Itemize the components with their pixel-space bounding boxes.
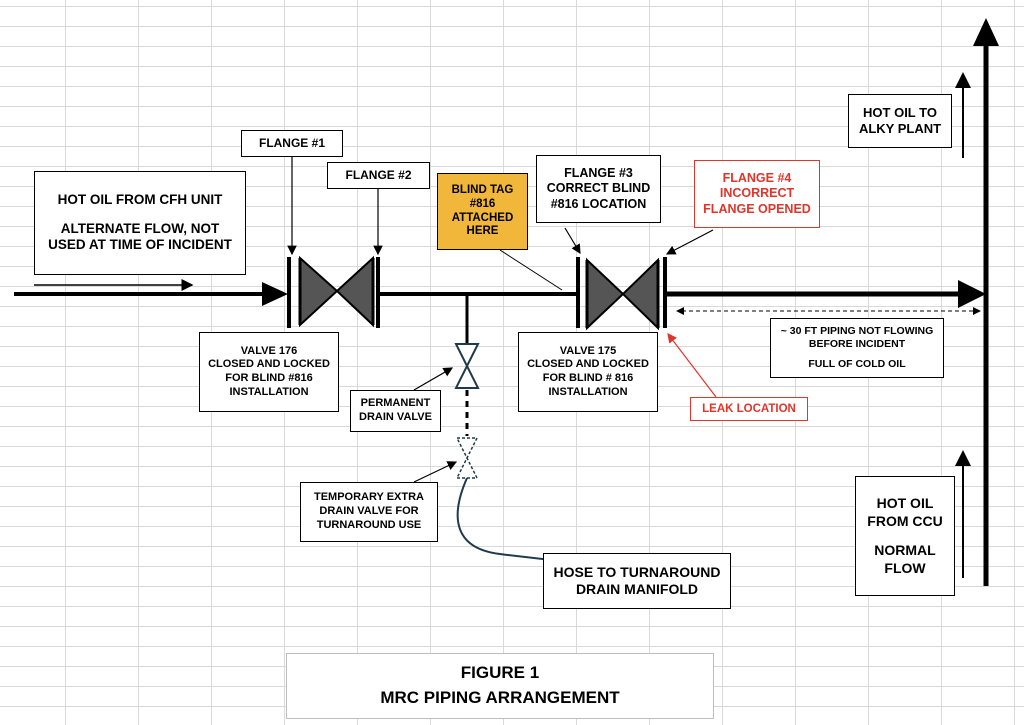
temporary-drain-leader xyxy=(413,461,458,483)
valve-176-icon xyxy=(298,255,375,328)
figure-number: FIGURE 1 xyxy=(460,663,540,683)
piping-not-flowing-line-1: ~ 30 FT PIPING NOT FLOWING xyxy=(780,325,934,338)
blind-tag-line-1: BLIND TAG xyxy=(451,183,514,196)
flange-1-label: FLANGE #1 xyxy=(241,130,343,157)
permanent-drain-line-2: DRAIN VALVE xyxy=(359,411,432,423)
temporary-drain-label: TEMPORARY EXTRA DRAIN VALVE FOR TURNAROU… xyxy=(300,482,438,542)
hose-line-1: HOSE TO TURNAROUND xyxy=(553,563,721,580)
valve-176-line-3: FOR BLIND #816 xyxy=(225,372,313,384)
inlet-arrowhead xyxy=(262,282,288,306)
flange-3-label: FLANGE #3 CORRECT BLIND #816 LOCATION xyxy=(536,155,661,223)
valve-176-line-2: CLOSED AND LOCKED xyxy=(208,358,330,371)
valve-176-line-1: VALVE 176 xyxy=(240,344,298,357)
outlet-arrowhead xyxy=(958,280,986,308)
flange-3-leader xyxy=(564,227,581,255)
hot-oil-cfh-label: HOT OIL FROM CFH UNIT ALTERNATE FLOW, NO… xyxy=(34,171,246,275)
temporary-drain-line-3: TURNAROUND USE xyxy=(316,518,422,531)
temporary-drain-line-2: DRAIN VALVE FOR xyxy=(319,505,419,518)
flange-4-line-1: FLANGE #4 xyxy=(722,170,792,185)
valve-176-label: VALVE 176 CLOSED AND LOCKED FOR BLIND #8… xyxy=(199,332,339,412)
hot-oil-alky-line-2: ALKY PLANT xyxy=(858,121,942,136)
blind-tag-label: BLIND TAG #816 ATTACHED HERE xyxy=(437,173,528,250)
permanent-drain-label: PERMANENT DRAIN VALVE xyxy=(350,390,441,432)
hot-oil-alky-label: HOT OIL TO ALKY PLANT xyxy=(848,94,952,148)
leak-location-leader xyxy=(667,333,717,398)
flange-4-line-2: INCORRECT xyxy=(719,186,795,201)
temporary-drain-line-1: TEMPORARY EXTRA xyxy=(313,491,424,504)
blind-tag-leader xyxy=(499,249,563,291)
valve-175-line-4: INSTALLATION xyxy=(548,385,628,398)
hot-oil-ccu-line-4: FLOW xyxy=(884,559,926,576)
valve-176-line-4: INSTALLATION xyxy=(229,385,309,398)
hot-oil-cfh-line-1: HOT OIL FROM CFH UNIT xyxy=(57,191,223,207)
blind-tag-line-4: HERE xyxy=(466,225,499,238)
figure-caption: FIGURE 1 MRC PIPING ARRANGEMENT xyxy=(286,653,714,719)
hot-oil-cfh-line-3: USED AT TIME OF INCIDENT xyxy=(48,237,232,253)
hot-oil-ccu-line-3: NORMAL xyxy=(874,542,936,558)
valve-175-label: VALVE 175 CLOSED AND LOCKED FOR BLIND # … xyxy=(518,332,658,412)
leak-location-label: LEAK LOCATION xyxy=(690,397,808,421)
hot-oil-ccu-label: HOT OIL FROM CCU NORMAL FLOW xyxy=(855,476,955,596)
piping-not-flowing-label: ~ 30 FT PIPING NOT FLOWING BEFORE INCIDE… xyxy=(770,318,944,378)
hose-line-2: DRAIN MANIFOLD xyxy=(575,581,699,597)
hot-oil-cfh-line-2: ALTERNATE FLOW, NOT xyxy=(60,220,220,236)
flange-3-line-1: FLANGE #3 xyxy=(564,165,633,180)
flange-4-leader xyxy=(665,229,714,255)
valve-175-icon xyxy=(585,257,660,331)
temporary-drain-valve-icon xyxy=(455,437,479,479)
flange-4-label: FLANGE #4 INCORRECT FLANGE OPENED xyxy=(694,160,820,228)
main-pipe xyxy=(14,280,986,308)
flange-3-line-2: CORRECT BLIND xyxy=(546,181,651,196)
permanent-drain-leader xyxy=(413,367,454,391)
hot-oil-ccu-line-2: FROM CCU xyxy=(867,512,943,529)
blind-tag-line-2: #816 xyxy=(469,197,496,210)
hot-oil-alky-line-1: HOT OIL TO xyxy=(863,104,937,120)
blind-tag-line-3: ATTACHED xyxy=(451,211,514,224)
piping-length-dimension xyxy=(676,307,981,315)
figure-title: MRC PIPING ARRANGEMENT xyxy=(380,688,620,707)
valve-175-line-2: CLOSED AND LOCKED xyxy=(527,358,649,371)
leak-location-text: LEAK LOCATION xyxy=(702,402,796,415)
flange-4-line-3: FLANGE OPENED xyxy=(703,201,811,216)
flange-2-text: FLANGE #2 xyxy=(345,168,412,182)
valve-175-line-3: FOR BLIND # 816 xyxy=(542,372,634,384)
flange-1-text: FLANGE #1 xyxy=(258,136,325,150)
permanent-drain-line-1: PERMANENT xyxy=(360,397,431,410)
piping-not-flowing-line-2: BEFORE INCIDENT xyxy=(808,338,906,351)
hose-line xyxy=(456,477,577,569)
valve-175-line-1: VALVE 175 xyxy=(559,344,617,357)
piping-not-flowing-line-3: FULL OF COLD OIL xyxy=(808,357,906,370)
hose-label: HOSE TO TURNAROUND DRAIN MANIFOLD xyxy=(543,553,731,609)
flange-2-label: FLANGE #2 xyxy=(327,162,430,189)
vertical-riser xyxy=(973,18,999,586)
hot-oil-ccu-line-1: HOT OIL xyxy=(876,495,934,511)
permanent-drain-valve-icon xyxy=(454,343,480,389)
flange-3-line-3: #816 LOCATION xyxy=(550,196,647,211)
